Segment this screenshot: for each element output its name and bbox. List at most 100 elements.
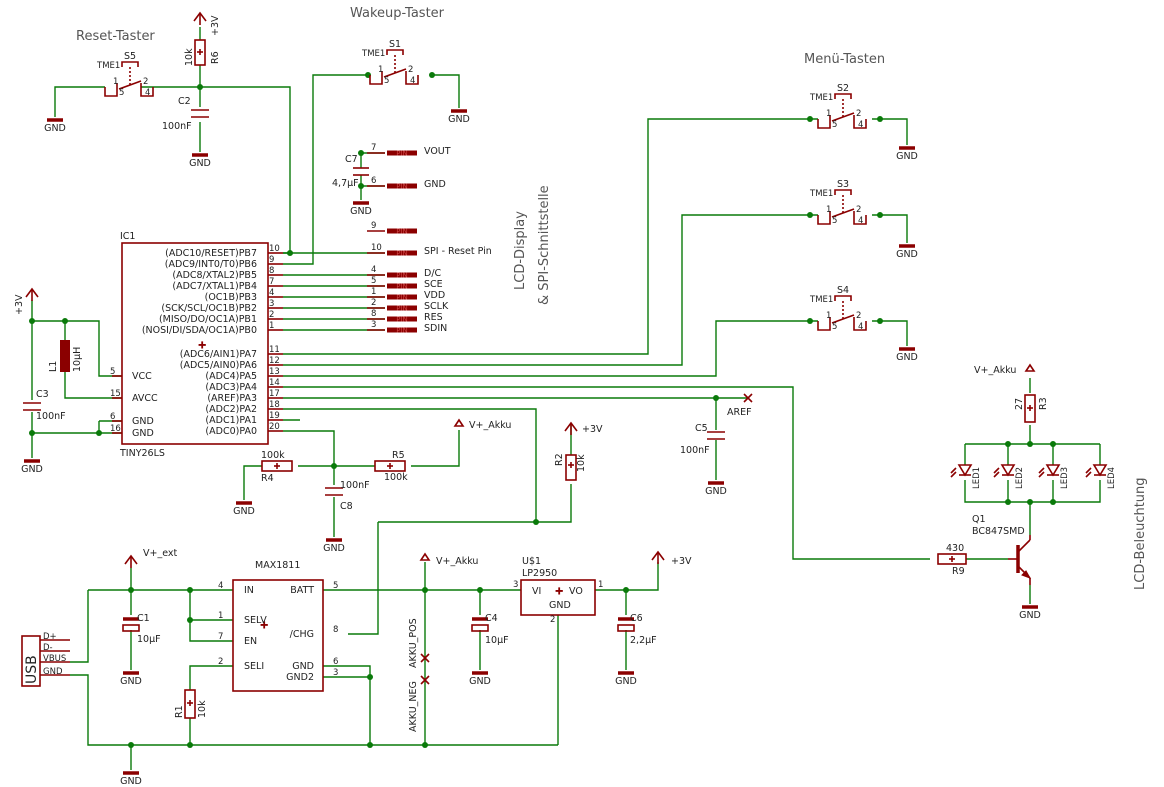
aref-label: AREF bbox=[727, 407, 752, 418]
ic1-right-pin-num: 9 bbox=[269, 255, 274, 265]
lcd-pin-num: 7 bbox=[371, 143, 376, 153]
ic1-right-pin-num: 2 bbox=[269, 310, 274, 320]
ground-symbol: GND bbox=[1019, 605, 1041, 621]
lcd-pin-name: D/C bbox=[424, 268, 442, 279]
lcd-pin-body bbox=[387, 316, 417, 322]
lcd-display-title: LCD-Display bbox=[513, 211, 528, 290]
lcd-pin-word: PIN bbox=[396, 183, 408, 191]
switch-name: S1 bbox=[389, 39, 401, 50]
supply-arrow: +3V bbox=[651, 550, 692, 567]
lcd-pin-name: RES bbox=[424, 312, 443, 323]
ground-label: GND bbox=[350, 206, 372, 217]
switch-pin1: 1 bbox=[826, 205, 831, 215]
c6-label: C6 bbox=[630, 613, 643, 624]
lcd-pin-num: 2 bbox=[371, 298, 376, 308]
led-ray bbox=[1085, 471, 1092, 478]
r1-value: 10k bbox=[197, 700, 208, 718]
switch-name: S5 bbox=[124, 51, 136, 62]
ground-symbol: GND bbox=[615, 671, 637, 687]
led-ray bbox=[1038, 467, 1045, 474]
ic1-left-pin-name: GND bbox=[132, 428, 154, 439]
ic1-right-pin-name: (ADC9/INT0/T0)PB6 bbox=[165, 259, 257, 270]
lcd-pin-word: PIN bbox=[396, 150, 408, 158]
switch-frame-left bbox=[104, 83, 118, 97]
ground-symbol: GND bbox=[189, 153, 211, 169]
ground-symbol: GND bbox=[448, 109, 470, 125]
svg-text:+: + bbox=[555, 586, 563, 597]
c4-value: 10µF bbox=[485, 635, 509, 646]
lcd-pin-word: PIN bbox=[396, 250, 408, 258]
switch-frame-right bbox=[853, 211, 867, 225]
ic1-right-pin-name: (ADC7/XTAL1)PB4 bbox=[172, 281, 257, 292]
lcd-pin-num: 4 bbox=[371, 265, 376, 275]
switch-pin5: 5 bbox=[384, 76, 389, 86]
ground-symbol: GND bbox=[896, 244, 918, 260]
c1-value: 10µF bbox=[137, 634, 161, 645]
switch-pin2: 2 bbox=[143, 77, 148, 87]
max1811-pin-num: 1 bbox=[218, 611, 223, 621]
lcd-pin-num: 10 bbox=[371, 243, 382, 253]
switch-frame-right bbox=[140, 83, 154, 97]
switch-pin4: 4 bbox=[858, 216, 863, 226]
r5-value: 100k bbox=[384, 472, 408, 483]
lcd-pin-num: 1 bbox=[371, 287, 376, 297]
ic1-right-pin-num: 1 bbox=[269, 321, 274, 331]
led-label: LED2 bbox=[1015, 467, 1025, 489]
led-triangle bbox=[1045, 464, 1061, 477]
c6-capacitor: C6 2,2µF bbox=[617, 613, 657, 646]
r9-value: 430 bbox=[946, 543, 964, 554]
max1811-pin-name: GND bbox=[292, 661, 314, 672]
ground-label: GND bbox=[615, 676, 637, 687]
supply-arrow: +3V bbox=[193, 11, 221, 36]
ic1-left-pin-num: 5 bbox=[110, 367, 115, 377]
c3-label: C3 bbox=[36, 389, 49, 400]
max1811-pin-num: 2 bbox=[218, 657, 223, 667]
switch-pin5: 5 bbox=[832, 120, 837, 130]
ic1-right-pin-num: 19 bbox=[269, 411, 280, 421]
wires bbox=[31, 27, 1101, 770]
switch-frame-left bbox=[817, 211, 831, 225]
ground-label: GND bbox=[120, 776, 142, 787]
c5-label: C5 bbox=[695, 423, 708, 434]
ground-label: GND bbox=[705, 486, 727, 497]
supply-tri-shape bbox=[453, 418, 465, 427]
r5-label: R5 bbox=[392, 450, 405, 461]
spi-title: & SPI-Schnittstelle bbox=[537, 185, 552, 305]
ic1-left-pin-num: 6 bbox=[110, 412, 115, 422]
ground-label: GND bbox=[896, 151, 918, 162]
r2-resistor: R2 10k bbox=[554, 453, 587, 481]
switch-frame-right bbox=[853, 317, 867, 331]
ic1-right-pin-name: (AREF)PA3 bbox=[207, 393, 257, 404]
ground-label: GND bbox=[120, 676, 142, 687]
ic1-right-pin-name: (ADC10/RESET)PB7 bbox=[165, 248, 257, 259]
ic1-right-pin-name: (ADC1)PA1 bbox=[205, 415, 257, 426]
c7-label: C7 bbox=[345, 154, 358, 165]
switch-cap bbox=[121, 61, 139, 67]
lcd-pin-body bbox=[387, 283, 417, 289]
supply-label: +3V bbox=[671, 556, 692, 567]
lp2950-name: U$1 bbox=[522, 556, 541, 567]
led-label: LED4 bbox=[1107, 467, 1117, 489]
led-triangle bbox=[957, 464, 973, 477]
l1-label: L1 bbox=[48, 361, 59, 372]
lcd-pin-name: GND bbox=[424, 179, 446, 190]
switch-pin1: 1 bbox=[113, 77, 118, 87]
switch-pin5: 5 bbox=[119, 88, 124, 98]
lcd-pin-name: SCLK bbox=[424, 301, 449, 312]
lcd-pin-body bbox=[387, 327, 417, 333]
ic1-right-pin-name: (ADC0)PA0 bbox=[205, 426, 257, 437]
ic1-right-pin-num: 11 bbox=[269, 345, 280, 355]
c8-capacitor: 100nF C8 bbox=[325, 480, 370, 512]
lp2950-regulator: U$1 LP2950 VI VO GND + 3 1 2 bbox=[513, 556, 603, 625]
ground-symbol: GND bbox=[44, 118, 66, 134]
ground-symbol: GND bbox=[233, 501, 255, 517]
led-ray bbox=[1038, 471, 1045, 478]
ground-symbol: GND bbox=[350, 201, 372, 217]
lcd-pin-body bbox=[387, 183, 417, 189]
ic1-right-pin-name: (ADC2)PA2 bbox=[205, 404, 257, 415]
c2-capacitor: C2 100nF bbox=[162, 96, 209, 132]
r3-value: 27 bbox=[1014, 398, 1025, 410]
